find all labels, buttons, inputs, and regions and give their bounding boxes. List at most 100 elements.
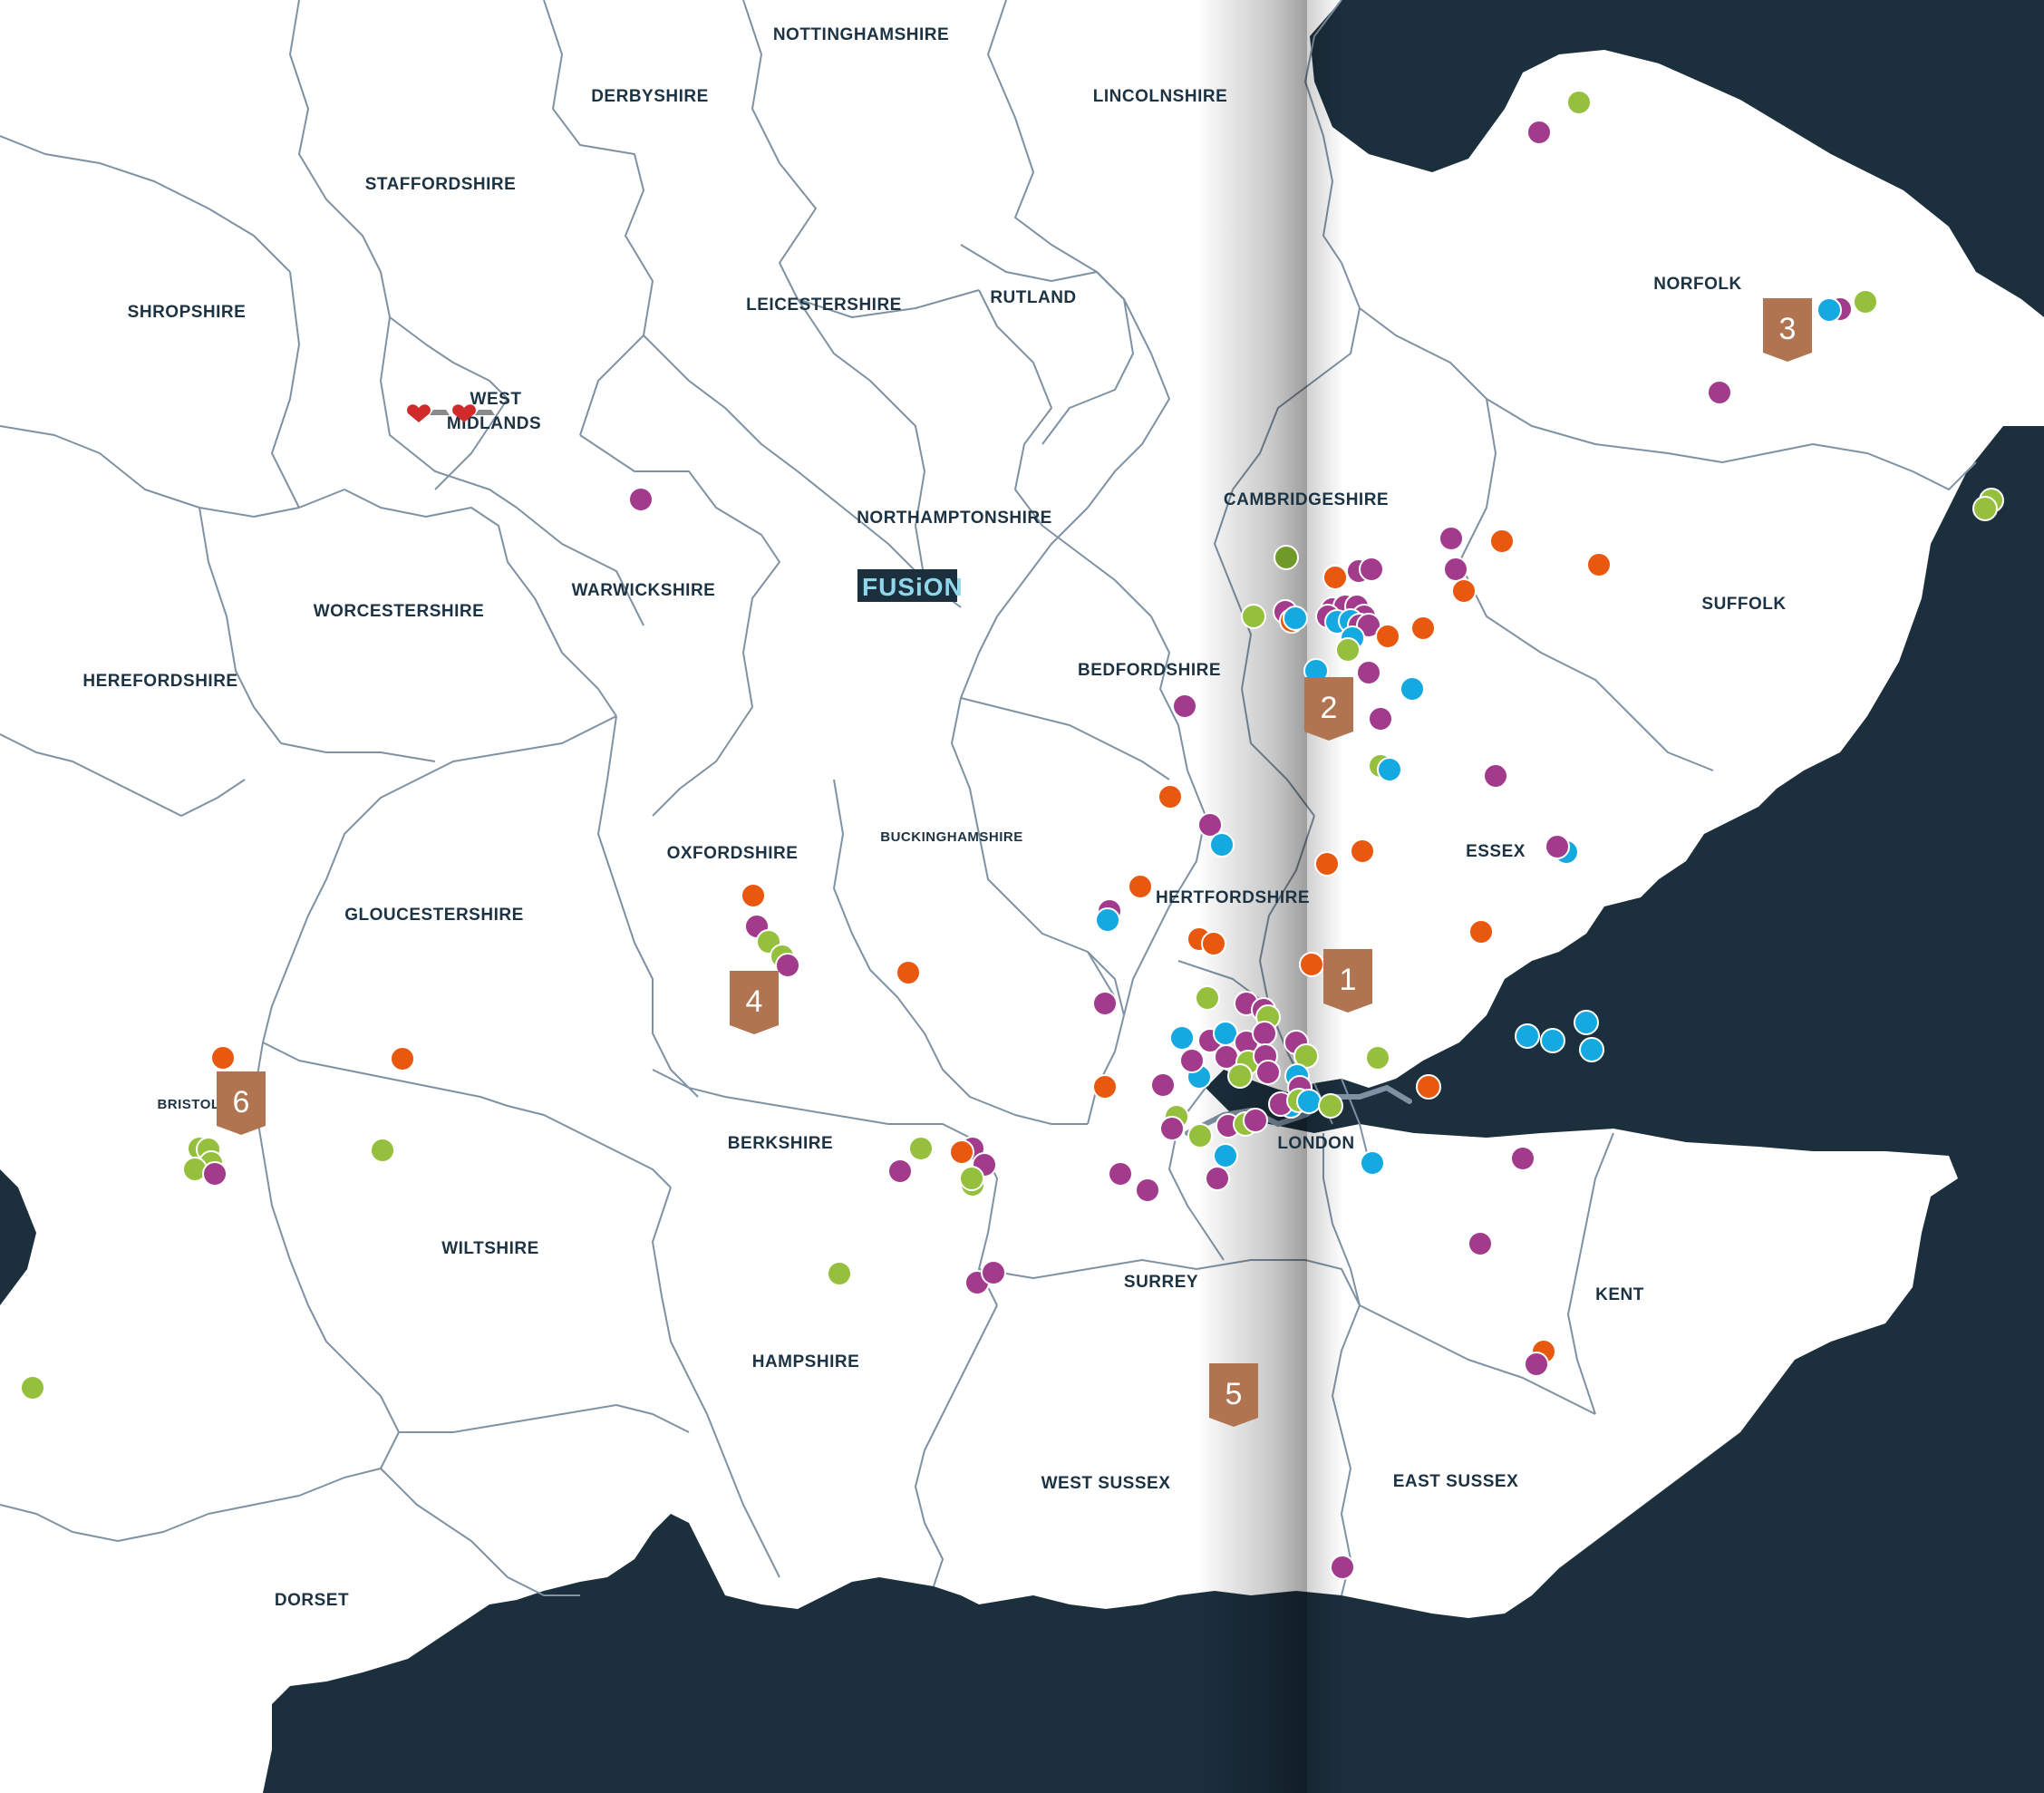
site-dot-blue (1095, 907, 1120, 933)
region-label-surrey: SURREY (1124, 1273, 1198, 1292)
region-label-northamptonshire: NORTHAMPTONSHIRE (857, 509, 1052, 528)
site-dot-blue (1540, 1028, 1565, 1053)
site-dot-orange (390, 1046, 415, 1071)
site-dot-orange (1586, 552, 1612, 577)
site-dot-purple (1526, 120, 1552, 145)
site-dot-purple (1707, 380, 1732, 405)
site-dot-green (1335, 637, 1361, 663)
county-borders (0, 0, 1977, 1596)
region-label-dorset: DORSET (275, 1591, 349, 1610)
site-dot-orange (1322, 565, 1348, 590)
site-dot-green (959, 1166, 984, 1191)
site-dot-orange (1201, 931, 1226, 956)
site-dot-orange (949, 1139, 974, 1165)
region-label-wiltshire: WILTSHIRE (441, 1239, 539, 1258)
site-dot-purple (1172, 693, 1197, 719)
region-label-suffolk: SUFFOLK (1701, 595, 1786, 614)
region-label-shropshire: SHROPSHIRE (128, 303, 247, 322)
site-dot-purple (981, 1260, 1006, 1285)
site-dot-orange (741, 883, 766, 908)
numbered-marker-1: 1 (1323, 949, 1372, 1013)
region-label-hertfordshire: HERTFORDSHIRE (1156, 888, 1310, 907)
site-dot-purple (1243, 1108, 1268, 1133)
region-label-essex: ESSEX (1466, 842, 1526, 861)
heart-icon (407, 404, 431, 422)
site-dot-orange (1350, 838, 1375, 864)
site-dot-orange (1375, 624, 1400, 649)
site-dot-blue (1579, 1037, 1604, 1062)
site-dot-orange (896, 960, 921, 985)
region-label-berkshire: BERKSHIRE (728, 1134, 833, 1153)
region-label-leicestershire: LEICESTERSHIRE (746, 296, 902, 315)
page-number: 14 (63, 1754, 82, 1772)
region-label-lincolnshire: LINCOLNSHIRE (1093, 87, 1228, 106)
region-label-cambridgeshire: CAMBRIDGESHIRE (1224, 490, 1389, 509)
page-fold-shadow (1196, 0, 1307, 1793)
marker-number: 5 (1225, 1377, 1243, 1411)
west-midlands-icons (407, 404, 495, 422)
numbered-marker-4: 4 (730, 971, 779, 1034)
marker-number: 1 (1340, 963, 1357, 997)
numbered-marker-5: 5 (1209, 1363, 1258, 1427)
marker-pin-shape (730, 971, 779, 1034)
site-dot-orange (1451, 578, 1477, 604)
region-label-kent: KENT (1595, 1285, 1644, 1304)
region-label-warwickshire: WARWICKSHIRE (572, 581, 716, 600)
region-label-staffordshire: STAFFORDSHIRE (365, 175, 517, 194)
site-dot-orange (210, 1045, 236, 1071)
region-label-herefordshire: HEREFORDSHIRE (82, 672, 237, 691)
site-dot-purple (1439, 526, 1464, 551)
marker-number: 6 (233, 1085, 250, 1119)
site-dot-green (1241, 604, 1266, 629)
site-dot-green (827, 1261, 852, 1286)
site-dot-orange (1416, 1074, 1441, 1100)
site-dot-blue (1296, 1089, 1322, 1114)
site-dot-purple (1205, 1166, 1230, 1191)
site-dot-purple (887, 1158, 913, 1184)
site-dot-green (1195, 985, 1220, 1011)
heart-icon (452, 404, 476, 422)
site-dot-purple (1255, 1060, 1281, 1085)
region-label-east-sussex: EAST SUSSEX (1393, 1472, 1519, 1491)
site-dot-purple (1443, 557, 1468, 582)
site-dot-green (1365, 1045, 1390, 1071)
site-dot-blue (1400, 676, 1425, 702)
site-dot-green (1972, 496, 1998, 521)
marker-pin-shape (1209, 1363, 1258, 1427)
site-dot-blue (1283, 606, 1308, 631)
marker-pin-shape (1763, 298, 1812, 362)
page-fold-right (1307, 0, 1343, 1793)
site-dot-blue (1377, 757, 1402, 782)
fusion-logo: FUSiON (857, 569, 964, 602)
region-label-west-midlands-2: MIDLANDS (447, 414, 541, 433)
fusion-logo-text: FUSiON (862, 573, 964, 601)
site-dot-green (370, 1138, 395, 1163)
site-dot-purple (1135, 1178, 1160, 1203)
site-dot-purple (1545, 834, 1570, 859)
site-dot-purple (1092, 991, 1118, 1016)
marker-pin-shape (1323, 949, 1372, 1013)
region-label-norfolk: NORFOLK (1653, 275, 1741, 294)
site-dot-purple (1197, 812, 1223, 838)
region-label-worcestershire: WORCESTERSHIRE (314, 602, 485, 621)
site-dot-green (1853, 289, 1878, 315)
region-label-nottinghamshire: NOTTINGHAMSHIRE (773, 25, 949, 44)
site-dot-orange (1489, 528, 1515, 554)
site-dot-purple (1159, 1116, 1185, 1141)
site-dot-purple (1524, 1352, 1549, 1377)
site-dot-orange (1092, 1074, 1118, 1100)
region-label-gloucestershire: GLOUCESTERSHIRE (344, 906, 524, 925)
marker-pin-shape (1304, 677, 1353, 741)
site-dot-purple (628, 487, 654, 512)
numbered-marker-3: 3 (1763, 298, 1812, 362)
site-dot-orange (1158, 784, 1183, 809)
marker-pin-shape (217, 1071, 266, 1135)
site-dot-purple (1179, 1048, 1205, 1073)
site-dot-blue (1816, 297, 1842, 323)
site-dot-purple (1252, 1021, 1277, 1046)
marker-number: 2 (1321, 691, 1338, 725)
region-label-london: LONDON (1277, 1134, 1354, 1153)
site-dot-purple (775, 953, 800, 978)
